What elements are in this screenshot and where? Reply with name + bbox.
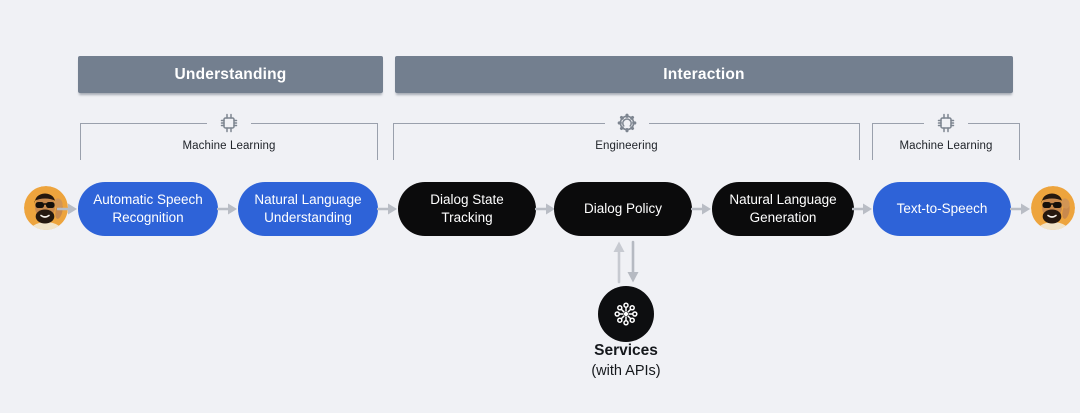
header-interaction: Interaction: [395, 56, 1013, 93]
services-subtitle: (with APIs): [591, 363, 661, 379]
chip-icon: [207, 109, 251, 136]
section-label: Machine Learning: [182, 140, 276, 152]
arrow-right-icon: [1009, 202, 1032, 216]
node-natural-language-generation: Natural Language Generation: [712, 182, 854, 236]
arrow-right-icon: [376, 202, 399, 216]
section-engineering: Engineering: [393, 109, 860, 160]
section-machine-learning-right: Machine Learning: [872, 109, 1020, 160]
section-machine-learning-left: Machine Learning: [80, 109, 378, 160]
gear-icon: [604, 109, 649, 136]
node-natural-language-understanding: Natural Language Understanding: [238, 182, 378, 236]
node-automatic-speech-recognition: Automatic Speech Recognition: [78, 182, 218, 236]
node-dialog-state-tracking: Dialog State Tracking: [398, 182, 536, 236]
node-text-to-speech: Text-to-Speech: [873, 182, 1011, 236]
services-node: [598, 286, 654, 342]
arrow-up-down-icons: [611, 240, 641, 284]
network-hub-icon: [610, 298, 642, 330]
section-label: Machine Learning: [899, 140, 993, 152]
arrow-right-icon: [690, 202, 713, 216]
header-understanding: Understanding: [78, 56, 383, 93]
services-title: Services: [594, 342, 658, 359]
arrow-up-icon: [613, 241, 625, 284]
node-dialog-policy: Dialog Policy: [554, 182, 692, 236]
arrow-down-icon: [627, 240, 639, 283]
arrow-right-icon: [56, 202, 79, 216]
arrow-right-icon: [851, 202, 874, 216]
arrow-right-icon: [216, 202, 239, 216]
chip-icon: [924, 109, 968, 136]
user-avatar: [1031, 186, 1075, 230]
section-label: Engineering: [595, 140, 658, 152]
